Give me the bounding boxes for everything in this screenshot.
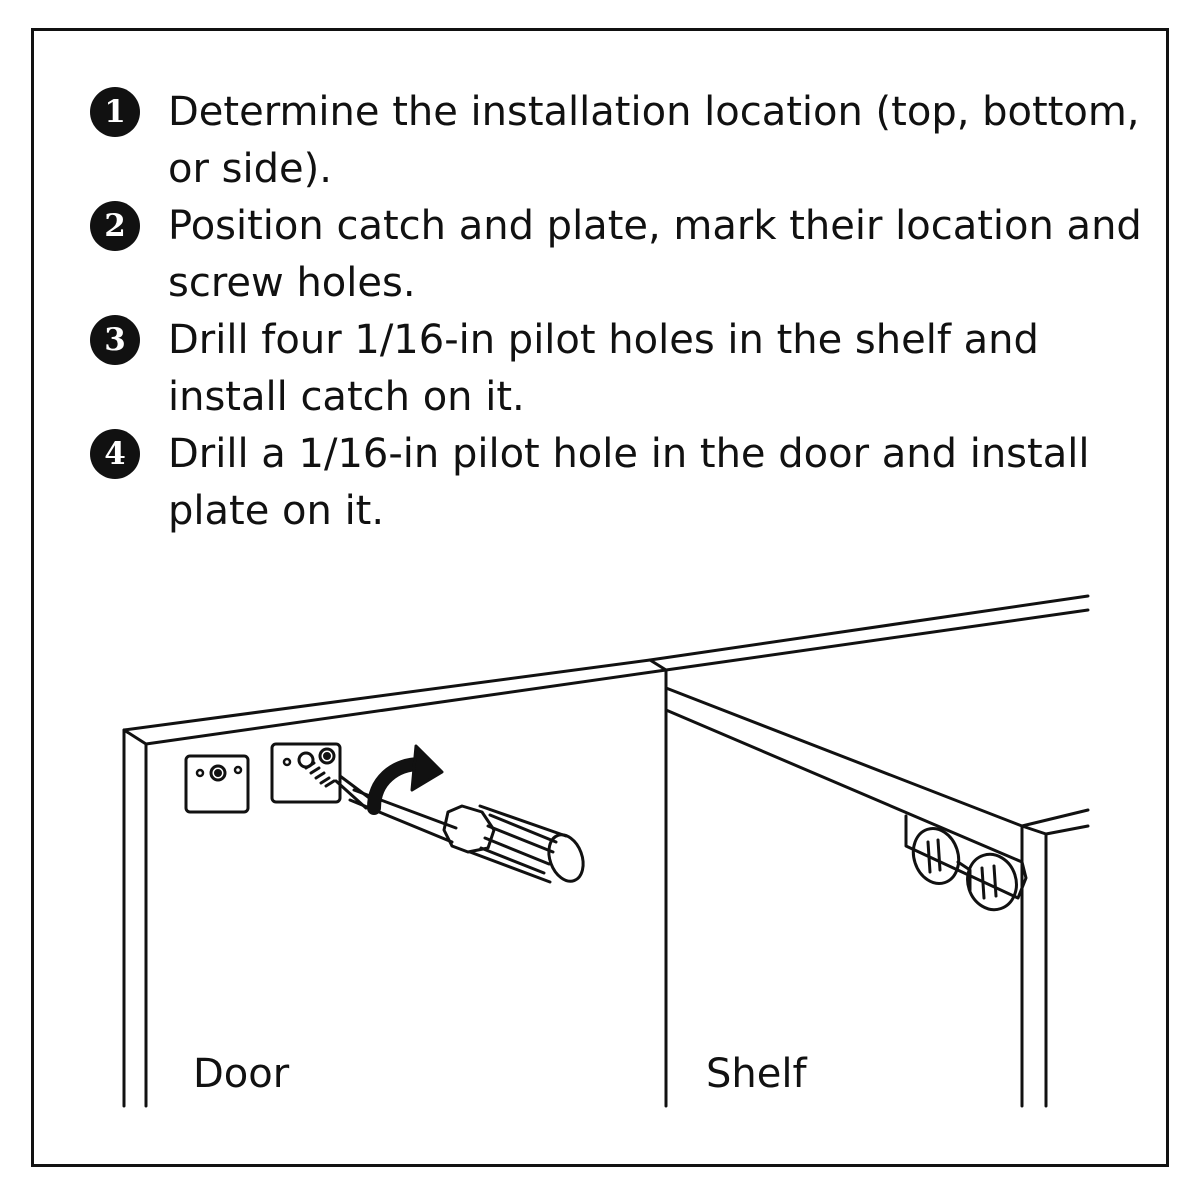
screwdriver-icon [334, 774, 585, 884]
step-text: Position catch and plate, mark their loc… [168, 203, 1142, 306]
rotate-arrow-icon [410, 744, 444, 792]
shelf-label: Shelf [706, 1051, 807, 1097]
step-number-badge: 4 [90, 429, 140, 479]
door-panel-edge [144, 668, 668, 746]
instruction-steps: 1 Determine the installation location (t… [90, 84, 1170, 540]
side-panel [1044, 824, 1090, 836]
step-number-badge: 2 [90, 201, 140, 251]
strike-plate [184, 754, 250, 814]
cabinet-top-edge [664, 608, 1090, 672]
diagram-frame [31, 28, 1169, 1167]
door-label: Door [193, 1051, 290, 1097]
magnetic-catch [904, 814, 1028, 912]
step-number-badge: 3 [90, 315, 140, 365]
step-4: 4 Drill a 1/16-in pilot hole in the door… [90, 426, 1170, 540]
door-panel-edge [122, 728, 148, 1108]
shelf-underside [664, 686, 1024, 828]
step-1: 1 Determine the installation location (t… [90, 84, 1170, 198]
side-panel [1020, 824, 1048, 1108]
screw-icon [304, 761, 336, 788]
step-text: Drill four 1/16-in pilot holes in the sh… [168, 317, 1039, 420]
step-text: Drill a 1/16-in pilot hole in the door a… [168, 431, 1090, 534]
step-3: 3 Drill four 1/16-in pilot holes in the … [90, 312, 1170, 426]
shelf-underside [664, 708, 1024, 864]
step-text: Determine the installation location (top… [168, 89, 1140, 192]
step-2: 2 Position catch and plate, mark their l… [90, 198, 1170, 312]
side-panel [1020, 808, 1090, 1108]
step-number-badge: 1 [90, 87, 140, 137]
door-panel [122, 658, 668, 1108]
strike-plate [270, 742, 342, 804]
cabinet-top-edge [648, 594, 1090, 662]
